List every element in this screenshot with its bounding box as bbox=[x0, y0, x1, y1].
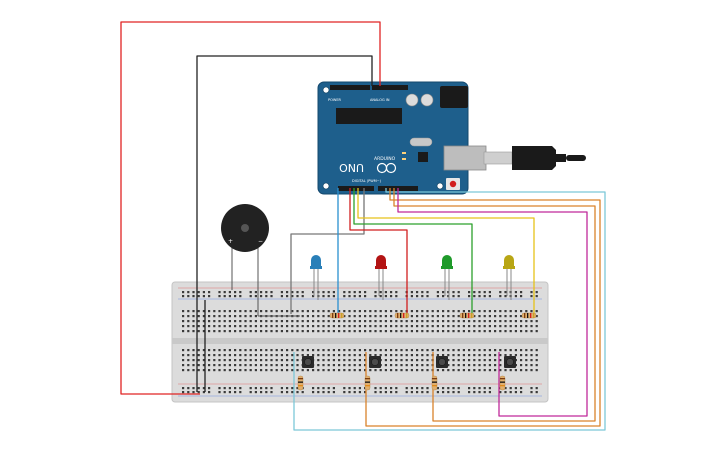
wire-button-4[interactable] bbox=[397, 188, 588, 417]
resistor-3[interactable] bbox=[459, 312, 475, 319]
digital-header-label: DIGITAL (PWM~) bbox=[352, 179, 382, 183]
resistor-4[interactable] bbox=[521, 312, 537, 319]
piezo-buzzer[interactable]: + − bbox=[221, 204, 269, 252]
board-brand: ARDUINO bbox=[374, 156, 396, 162]
wire-ground[interactable] bbox=[196, 55, 373, 392]
push-button-3[interactable] bbox=[436, 356, 448, 368]
button-resistor-1[interactable] bbox=[297, 375, 304, 391]
resistor-group bbox=[329, 312, 537, 319]
usb-port[interactable] bbox=[443, 145, 487, 171]
led-3[interactable] bbox=[441, 255, 453, 300]
capacitor-1 bbox=[405, 93, 419, 107]
led-group bbox=[310, 255, 515, 300]
power-jack[interactable] bbox=[440, 86, 468, 108]
wire-power[interactable] bbox=[120, 21, 381, 395]
wire-red-led[interactable] bbox=[349, 188, 408, 316]
atmega-chip bbox=[336, 108, 402, 124]
breadboard[interactable] bbox=[171, 281, 549, 403]
power-header[interactable] bbox=[330, 85, 370, 90]
wire-button-2[interactable] bbox=[365, 188, 601, 427]
breadboard-holes bbox=[182, 291, 538, 394]
wire-button-3[interactable] bbox=[393, 188, 596, 422]
resistor-2[interactable] bbox=[394, 312, 410, 319]
led-2[interactable] bbox=[375, 255, 387, 300]
regulator bbox=[418, 152, 428, 162]
capacitor-2 bbox=[420, 93, 434, 107]
analog-header-label: ANALOG IN bbox=[370, 98, 390, 102]
wires bbox=[120, 21, 606, 431]
crystal bbox=[409, 137, 433, 147]
push-button-2[interactable] bbox=[369, 356, 381, 368]
arduino-logo: ARDUINO bbox=[374, 156, 397, 174]
buzzer-plus-label: + bbox=[228, 238, 233, 245]
board-name: UNO bbox=[339, 161, 364, 174]
push-button-group bbox=[297, 356, 516, 391]
led-4[interactable] bbox=[503, 255, 515, 300]
wire-button-1[interactable] bbox=[293, 188, 606, 431]
wire-green-led[interactable] bbox=[353, 188, 473, 316]
reset-button[interactable] bbox=[449, 180, 457, 188]
power-header-label: POWER bbox=[328, 98, 342, 102]
push-button-1[interactable] bbox=[302, 356, 314, 368]
led-1[interactable] bbox=[310, 255, 322, 300]
buzzer-minus-label: − bbox=[258, 238, 263, 245]
button-resistor-4[interactable] bbox=[499, 375, 506, 391]
button-resistor-2[interactable] bbox=[364, 375, 371, 391]
arduino-uno-board[interactable]: POWER ANALOG IN DIGITAL (PWM~) ARDUINO U… bbox=[317, 81, 487, 195]
wire-gray[interactable] bbox=[290, 188, 365, 314]
wire-yellow-led[interactable] bbox=[357, 188, 535, 316]
digital-header-low[interactable] bbox=[338, 186, 374, 191]
analog-header[interactable] bbox=[372, 85, 408, 90]
button-resistor-3[interactable] bbox=[431, 375, 438, 391]
push-button-4[interactable] bbox=[504, 356, 516, 368]
usb-cable[interactable] bbox=[483, 146, 586, 170]
resistor-1[interactable] bbox=[329, 312, 345, 319]
